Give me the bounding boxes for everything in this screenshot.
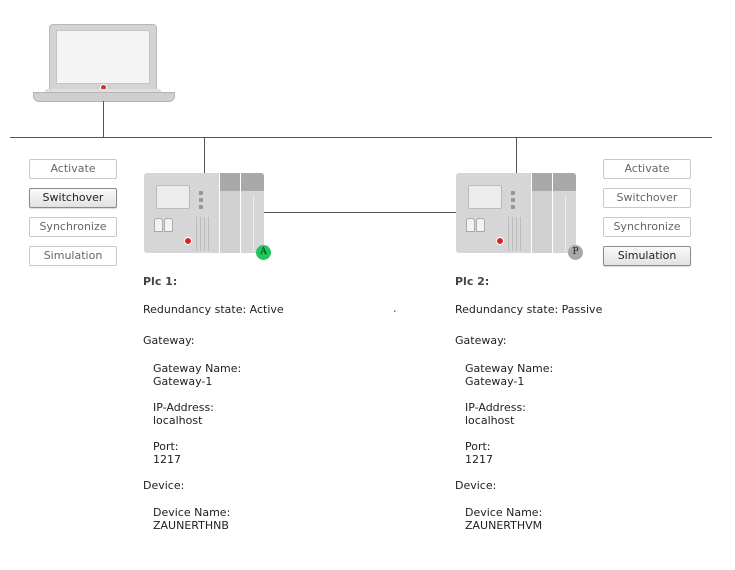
plc1-ip-label: IP-Address: [153,401,214,414]
redundancy-link-line [264,212,457,213]
plc1-gateway-name-value: Gateway-1 [153,375,213,388]
plc2-switchover-button[interactable]: Switchover [603,188,691,208]
plc2-title: Plc 2: [455,275,490,288]
plc2-device-name-value: ZAUNERTHVM [465,519,543,532]
plc1-simulation-button[interactable]: Simulation [29,246,117,266]
plc2-device-icon [456,173,576,255]
plc1-device-heading: Device: [143,479,185,492]
stray-dot-text: . [393,302,397,315]
plc1-device-icon [144,173,264,255]
plc2-passive-badge: P [568,245,583,260]
plc2-ip-label: IP-Address: [465,401,526,414]
plc2-gateway-name-label: Gateway Name: [465,362,554,375]
plc1-ip-value: localhost [153,414,203,427]
plc2-ip-value: localhost [465,414,515,427]
plc1-activate-button[interactable]: Activate [29,159,117,179]
plc1-title: Plc 1: [143,275,178,288]
plc2-gateway-heading: Gateway: [455,334,507,347]
plc1-port-value: 1217 [153,453,181,466]
plc2-redundancy-state: Redundancy state: Passive [455,303,603,316]
plc2-gateway-name-value: Gateway-1 [465,375,525,388]
plc1-port-label: Port: [153,440,179,453]
laptop-connector-line [103,101,104,138]
plc2-activate-button[interactable]: Activate [603,159,691,179]
plc1-gateway-heading: Gateway: [143,334,195,347]
plc2-device-name-label: Device Name: [465,506,543,519]
plc1-active-badge: A [256,245,271,260]
plc2-port-value: 1217 [465,453,493,466]
plc1-redundancy-state: Redundancy state: Active [143,303,284,316]
plc1-synchronize-button[interactable]: Synchronize [29,217,117,237]
plc1-connector-line [204,138,205,173]
plc1-info-panel: Plc 1: Redundancy state: Active Gateway:… [143,275,284,532]
plc1-switchover-button[interactable]: Switchover [29,188,117,208]
plc1-device-name-label: Device Name: [153,506,231,519]
plc2-port-label: Port: [465,440,491,453]
plc1-gateway-name-label: Gateway Name: [153,362,242,375]
plc2-device-heading: Device: [455,479,497,492]
plc2-synchronize-button[interactable]: Synchronize [603,217,691,237]
plc2-simulation-button[interactable]: Simulation [603,246,691,266]
network-bus-line [10,137,712,138]
plc1-device-name-value: ZAUNERTHNB [153,519,229,532]
plc2-info-panel: Plc 2: Redundancy state: Passive Gateway… [455,275,602,532]
plc2-connector-line [516,138,517,173]
